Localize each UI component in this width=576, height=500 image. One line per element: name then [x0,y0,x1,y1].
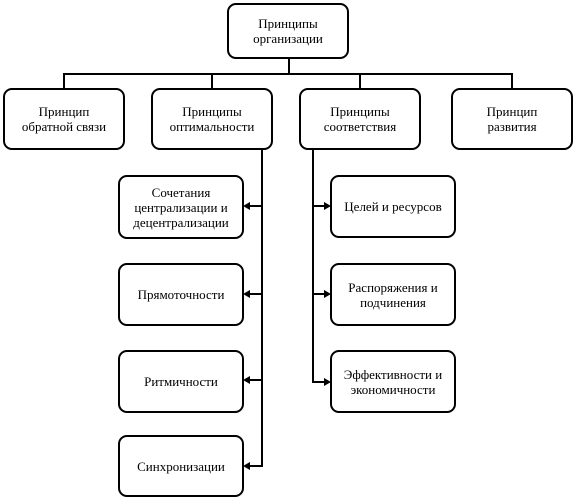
drop-development [511,73,513,89]
correspondence-branch-2 [312,293,325,295]
correspondence-arrow-2 [324,290,331,298]
optimality-arrow-4 [243,462,250,470]
optimality-branch-3 [249,379,263,381]
node-efficiency-economy-label: Эффективности и экономичности [343,366,443,397]
root-connector [288,57,290,74]
node-centralization-combination: Сочетания централизации и децентрализаци… [118,175,244,239]
node-order-subordination: Распоряжения и подчинения [330,263,456,326]
node-development-principle: Принцип развития [451,88,573,150]
optimality-branch-4 [249,465,263,467]
node-order-subordination-label: Распоряжения и подчинения [348,279,438,310]
optimality-arrow-1 [243,202,250,210]
node-rhythmicity-label: Ритмичности [144,374,218,389]
node-goals-resources: Целей и ресурсов [330,175,456,238]
node-direct-flow: Прямоточности [118,263,244,326]
node-feedback-principle: Принцип обратной связи [3,88,125,150]
level1-bus [63,73,513,75]
correspondence-arrow-1 [324,202,331,210]
node-goals-resources-label: Целей и ресурсов [344,199,442,214]
correspondence-arrow-3 [324,378,331,386]
node-development-principle-label: Принцип развития [486,104,538,134]
node-correspondence-principles: Принципы соответствия [299,88,421,150]
node-optimality-principles: Принципы оптимальности [151,88,273,150]
correspondence-branch-3 [312,381,325,383]
node-efficiency-economy: Эффективности и экономичности [330,350,456,413]
root-node-label: Принципы организации [253,16,323,46]
optimality-branch-2 [249,293,263,295]
correspondence-spine [312,150,314,382]
optimality-arrow-2 [243,290,250,298]
node-centralization-combination-label: Сочетания централизации и децентрализаци… [133,184,229,230]
node-feedback-principle-label: Принцип обратной связи [21,104,107,134]
node-rhythmicity: Ритмичности [118,350,244,413]
root-node: Принципы организации [227,3,349,59]
node-synchronization-label: Синхронизации [137,458,225,474]
node-optimality-principles-label: Принципы оптимальности [169,104,255,134]
correspondence-branch-1 [312,205,325,207]
node-direct-flow-label: Прямоточности [137,287,225,302]
node-synchronization: Синхронизации [118,435,244,497]
drop-correspondence [359,73,361,89]
node-correspondence-principles-label: Принципы соответствия [323,104,397,134]
optimality-arrow-3 [243,376,250,384]
optimality-branch-1 [249,205,263,207]
drop-feedback [63,73,65,89]
drop-optimality [211,73,213,89]
optimality-spine [261,150,263,466]
